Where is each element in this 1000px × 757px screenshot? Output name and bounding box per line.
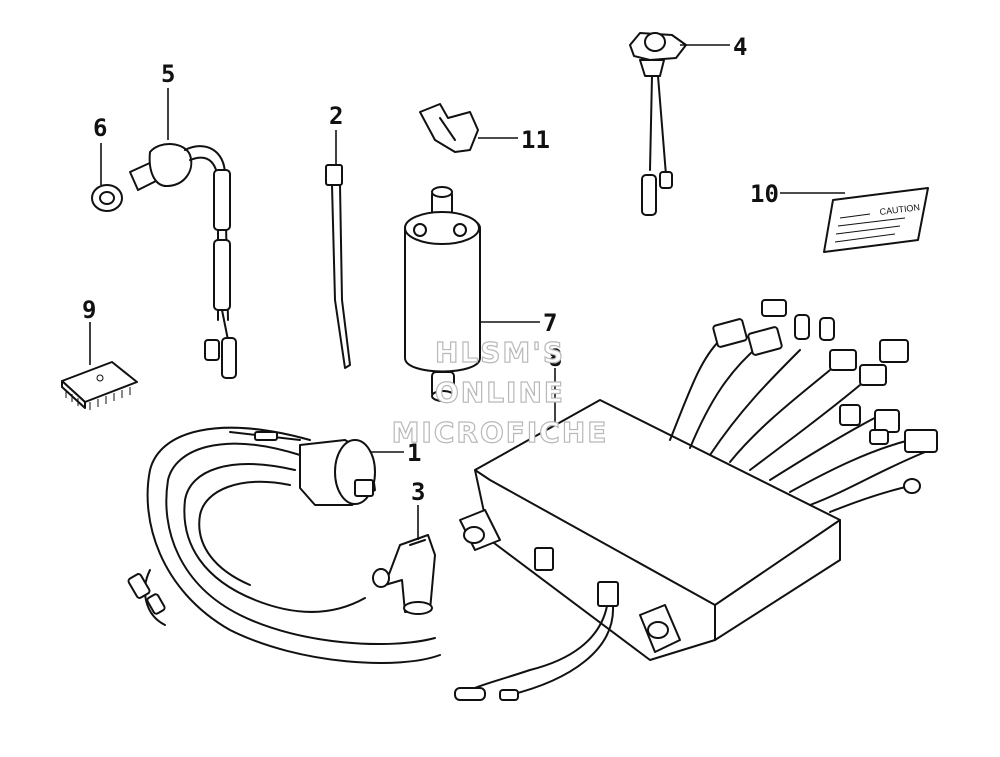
callout-4: 4 (733, 33, 747, 61)
watermark: HLSM'S ONLINE MICROFICHE (391, 335, 609, 449)
washer-part (91, 184, 123, 212)
temperature-sensor-part (129, 143, 237, 379)
callout-10: 10 (750, 180, 779, 208)
callout-11: 11 (521, 126, 550, 154)
cable-tie-part (325, 164, 351, 369)
bracket-sensor-part (629, 32, 687, 216)
callout-5: 5 (161, 60, 175, 88)
callout-8: 8 (548, 344, 562, 372)
callout-7: 7 (543, 309, 557, 337)
caution-label-part: CAUTION (823, 187, 929, 253)
callout-3: 3 (411, 478, 425, 506)
callout-6: 6 (93, 114, 107, 142)
callout-2: 2 (329, 102, 343, 130)
fuel-pump-part (404, 186, 481, 402)
ignition-coil-part (127, 426, 441, 664)
clip-part (419, 103, 479, 153)
spark-plug-cap-part (372, 534, 436, 615)
callout-numbers: 1 2 3 4 5 6 7 8 9 10 11 (82, 33, 779, 506)
callout-1: 1 (407, 439, 421, 467)
leader-lines (89, 44, 845, 540)
watermark-line-1: HLSM'S (435, 336, 565, 369)
watermark-line-2: ONLINE (435, 376, 565, 409)
caution-label-text: CAUTION (879, 202, 920, 217)
control-unit-part (454, 299, 938, 701)
ic-chip-part (61, 361, 138, 410)
watermark-line-3: MICROFICHE (392, 416, 609, 449)
callout-9: 9 (82, 296, 96, 324)
